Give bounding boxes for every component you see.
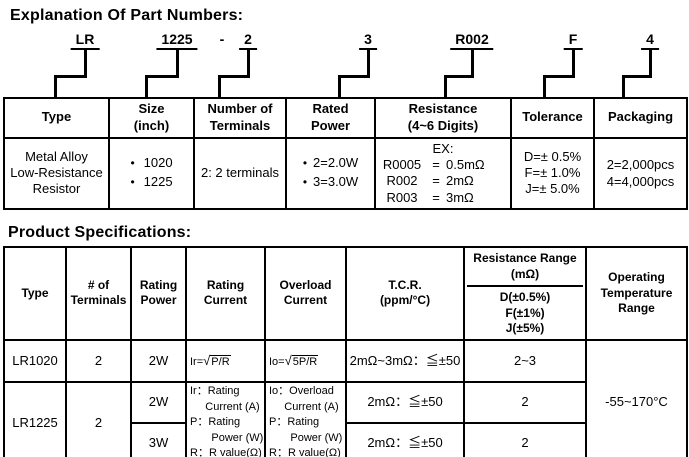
header-rated-power: Rated Power [285,97,376,139]
part-segment-terminals: 2 [239,31,257,50]
cell-power: 2W [130,380,187,425]
cell-rating-current-legend: Ir：Rating Current (A) P：Rating Power (W)… [185,380,266,457]
header-tolerance: Tolerance [510,97,595,139]
part-segment-resistance: R002 [450,31,494,50]
product-specs-heading: Product Specifications: [8,224,192,241]
part-table-body-row: Metal Alloy Low-Resistance Resistor •102… [3,136,688,210]
connector-line [649,50,652,75]
connector-line [572,50,575,75]
spec-header-resistance-range: Resistance Range (mΩ) D(±0.5%) F(±1%) J(… [463,246,587,341]
part-segment-power: 3 [359,31,377,50]
spec-header-type: Type [3,246,67,341]
header-terminals: Number of Terminals [193,97,287,139]
header-packaging: Packaging [593,97,688,139]
connector-line [54,75,87,97]
size-item: •1020 [130,154,172,173]
size-item: •1225 [130,173,172,192]
cell-resistance-range: 2 [463,422,587,457]
resistance-ex-label: EX: [432,140,454,156]
cell-power: 2W [130,338,187,383]
bullet-icon: • [302,156,308,171]
resistance-example: R0005=0.5mΩ [382,157,485,173]
part-segment-packaging: 4 [641,31,659,50]
cell-tcr: 2mΩ：≦±50 [345,380,465,425]
cell-resistance-range: 2~3 [463,338,587,383]
connector-line [367,50,370,75]
rated-power-item: •3=3.0W [303,173,358,192]
cell-rated-power: •2=2.0W •3=3.0W [285,136,376,210]
spec-header-rating-current: Rating Current [185,246,266,341]
bullet-icon: • [130,175,135,189]
connector-line [471,50,474,75]
connector-line [444,75,474,97]
cell-model: LR1225 [3,380,67,457]
header-type: Type [3,97,110,139]
resistance-example: R002=2mΩ [386,173,474,189]
spec-row-lr1225-2w: LR1225 2 2W Ir：Rating Current (A) P：Rati… [3,380,687,457]
cell-type: Metal Alloy Low-Resistance Resistor [3,136,110,210]
cell-model: LR1020 [3,338,67,383]
part-numbers-heading: Explanation Of Part Numbers: [10,7,244,24]
cell-sizes: •1020 •1225 [108,136,195,210]
bullet-icon: • [130,156,135,171]
part-segment-series: LR [70,31,100,50]
connector-line [543,75,575,97]
spec-row-lr1225-3w: 3W 2mΩ：≦±50 2 [4,422,687,457]
header-size: Size (inch) [108,97,195,139]
cell-power: 3W [130,422,187,457]
cell-rating-current-formula: Ir=√P/R [185,338,266,383]
connector-line [247,50,250,75]
cell-tcr: 2mΩ~3mΩ：≦±50 [345,338,465,383]
cell-terminals: 2: 2 terminals [193,136,287,210]
connector-line [176,50,179,75]
cell-overload-current-legend: Io：Overload Current (A) P：Rating Power (… [264,380,347,457]
cell-operating-temp: -55~170°C [585,338,688,457]
sqrt-icon: √ [284,352,292,368]
connector-line [218,75,250,97]
cell-packaging: 2=2,000pcs 4=4,000pcs [593,136,688,210]
spec-row-lr1020: LR1020 2 2W Ir=√P/R Io=√5P/R 2mΩ~3mΩ：≦±5… [3,338,688,457]
part-segment-tolerance: F [563,31,583,50]
connector-line [338,75,370,97]
connector-line [84,50,87,75]
spec-header-row: Type # of Terminals Rating Power Rating … [3,246,688,341]
sqrt-icon: √ [203,352,211,368]
resistance-range-title: Resistance Range (mΩ) [467,249,583,288]
part-segment-dash: - [219,31,225,47]
cell-resistance-examples: EX: R0005=0.5mΩ R002=2mΩ R003=3mΩ [374,136,512,210]
product-spec-table: Type # of Terminals Rating Power Rating … [3,246,688,457]
part-segment-size: 1225 [156,31,198,50]
spec-header-rating-power: Rating Power [130,246,187,341]
spec-header-operating: Operating Temperature Range [585,246,688,341]
connector-line [622,75,652,97]
resistance-example: R003=3mΩ [386,189,474,205]
spec-header-overload-current: Overload Current [264,246,347,341]
part-number-table: Type Size (inch) Number of Terminals Rat… [3,97,688,210]
header-resistance: Resistance (4~6 Digits) [374,97,512,139]
packaging-item: 4=4,000pcs [606,174,675,190]
cell-overload-current-formula: Io=√5P/R [264,338,347,383]
cell-resistance-range: 2 [463,380,587,425]
cell-tcr: 2mΩ：≦±50 [345,422,465,457]
spec-header-tcr: T.C.R. (ppm/°C) [345,246,465,341]
cell-terminals: 2 [65,380,132,457]
rated-power-item: •2=2.0W [303,154,358,173]
connector-line [145,75,179,97]
spec-header-terminals: # of Terminals [65,246,132,341]
packaging-item: 2=2,000pcs [606,156,675,172]
cell-tolerance: D=± 0.5% F=± 1.0% J=± 5.0% [510,136,595,210]
bullet-icon: • [302,175,308,189]
cell-terminals: 2 [65,338,132,383]
part-table-header-row: Type Size (inch) Number of Terminals Rat… [3,97,688,139]
resistance-range-tolerances: D(±0.5%) F(±1%) J(±5%) [499,290,551,336]
